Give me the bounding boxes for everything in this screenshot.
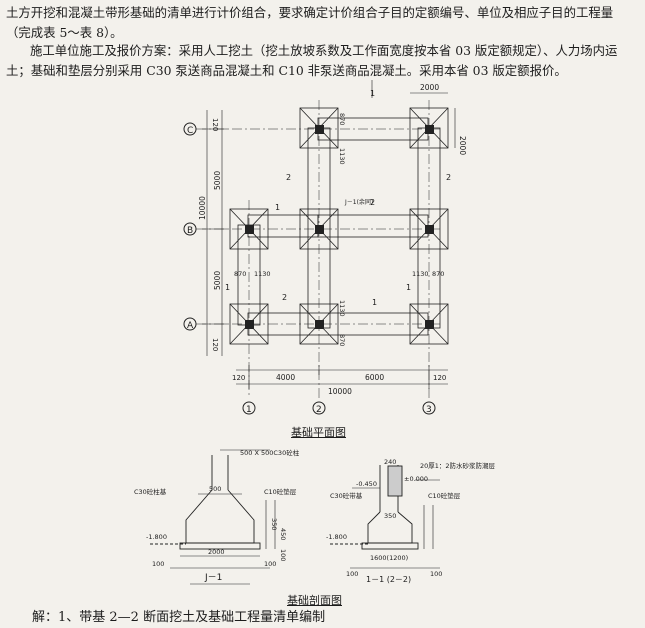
- section-caption: 基础剖面图: [287, 594, 342, 607]
- dim-1130-right: 1130: [412, 270, 429, 278]
- intro-paragraph: 土方开挖和混凝土带形基础的清单进行计价组合，要求确定计价组合子目的定额编号、单位…: [6, 5, 614, 40]
- dim-bottom-4000: 4000: [276, 373, 295, 382]
- j1-dim-500: 500: [209, 485, 221, 493]
- dim-bottom-120-right: 120: [433, 374, 446, 382]
- dim-1130-top: 1130: [338, 148, 346, 165]
- j1-dim-100-left: 100: [152, 560, 164, 568]
- j1-level-label: -1.800: [146, 533, 167, 541]
- j1-dim-450: 450: [279, 528, 287, 540]
- j1-callout: J－1(余同): [344, 198, 373, 206]
- dim-right-2000: 2000: [458, 136, 467, 155]
- s11-level-bot: -1.800: [326, 533, 347, 541]
- section-1-1: [330, 465, 440, 569]
- s11-dim-240: 240: [384, 458, 396, 466]
- dim-870-left: 870: [234, 270, 246, 278]
- s11-waterproof-label: 20厚1：2防水砂浆防潮层: [420, 461, 496, 470]
- dim-bottom-6000: 6000: [365, 373, 384, 382]
- s11-dim-100-left: 100: [346, 570, 358, 578]
- j1-column-label: 500 X 500C30砼柱: [240, 448, 300, 457]
- dim-left-total: 10000: [198, 196, 207, 220]
- axis-c-label: C: [187, 126, 193, 136]
- dim-1130-left: 1130: [254, 270, 271, 278]
- s11-cushion-label: C10砼垫层: [428, 491, 461, 500]
- dim-edge-120-top: 120: [211, 118, 219, 131]
- s11-level-top: ±0.000: [404, 475, 428, 483]
- solution-heading: 解：1、带基 2—2 断面挖土及基础工程量清单编制: [32, 610, 326, 625]
- s11-dim-1600: 1600(1200): [370, 554, 408, 562]
- section-mark-2-left: 2: [286, 173, 291, 182]
- s11-level-mid: -0.450: [356, 480, 377, 488]
- axis-b-label: B: [187, 226, 193, 236]
- axis-2-label: 2: [316, 405, 322, 415]
- j1-title: J－1: [204, 573, 222, 583]
- dim-left-upper: 5000: [213, 171, 222, 190]
- columns: [245, 125, 434, 329]
- dimension-lines: [202, 80, 456, 389]
- dim-bottom-total: 10000: [328, 387, 352, 396]
- section-mark-1-top: 1: [370, 89, 375, 98]
- j1-cushion-label: C10砼垫层: [264, 487, 297, 496]
- j1-dim-350: 350: [270, 518, 278, 530]
- j1-dim-2000: 2000: [208, 548, 225, 556]
- section-mark-2-right: 2: [446, 173, 451, 182]
- dim-870-bottom: 870: [338, 334, 346, 346]
- j1-dim-100-right: 100: [264, 560, 276, 568]
- section-mark-1-left: 1: [225, 283, 230, 292]
- dim-edge-120-bottom: 120: [211, 338, 219, 351]
- axis-a-label: A: [187, 321, 194, 331]
- dim-left-lower: 5000: [213, 271, 222, 290]
- dim-870-top: 870: [338, 113, 346, 125]
- section-mark-1-lower: 1: [372, 298, 377, 307]
- section-mark-1-mid: 1: [275, 203, 280, 212]
- s11-title: 1－1 (2－2): [366, 575, 411, 584]
- dim-870-right: 870: [432, 270, 444, 278]
- axis-1-label: 1: [246, 405, 252, 415]
- s11-dim-100-right: 100: [430, 570, 442, 578]
- s11-dim-350: 350: [384, 512, 396, 520]
- section-mark-2-lower: 2: [282, 293, 287, 302]
- axis-lines: [196, 100, 440, 398]
- dim-1130-bottom: 1130: [338, 300, 346, 317]
- s11-base-label: C30砼带基: [330, 491, 363, 500]
- j1-base-label: C30砼柱基: [134, 487, 167, 496]
- plan-caption: 基础平面图: [291, 426, 346, 439]
- section-mark-2-mid: 2: [370, 198, 375, 207]
- axis-3-label: 3: [426, 405, 432, 415]
- section-mark-1-right: 1: [406, 283, 411, 292]
- j1-dim-100-vert: 100: [279, 549, 287, 561]
- axis-bubbles: [183, 122, 436, 415]
- plan-paragraph: 施工单位施工及报价方案：采用人工挖土（挖土放坡系数及工作面宽度按本省 03 版定…: [6, 43, 618, 78]
- dim-bottom-120-left: 120: [232, 374, 245, 382]
- section-j1: [150, 449, 276, 585]
- dim-top-2000: 2000: [420, 83, 439, 92]
